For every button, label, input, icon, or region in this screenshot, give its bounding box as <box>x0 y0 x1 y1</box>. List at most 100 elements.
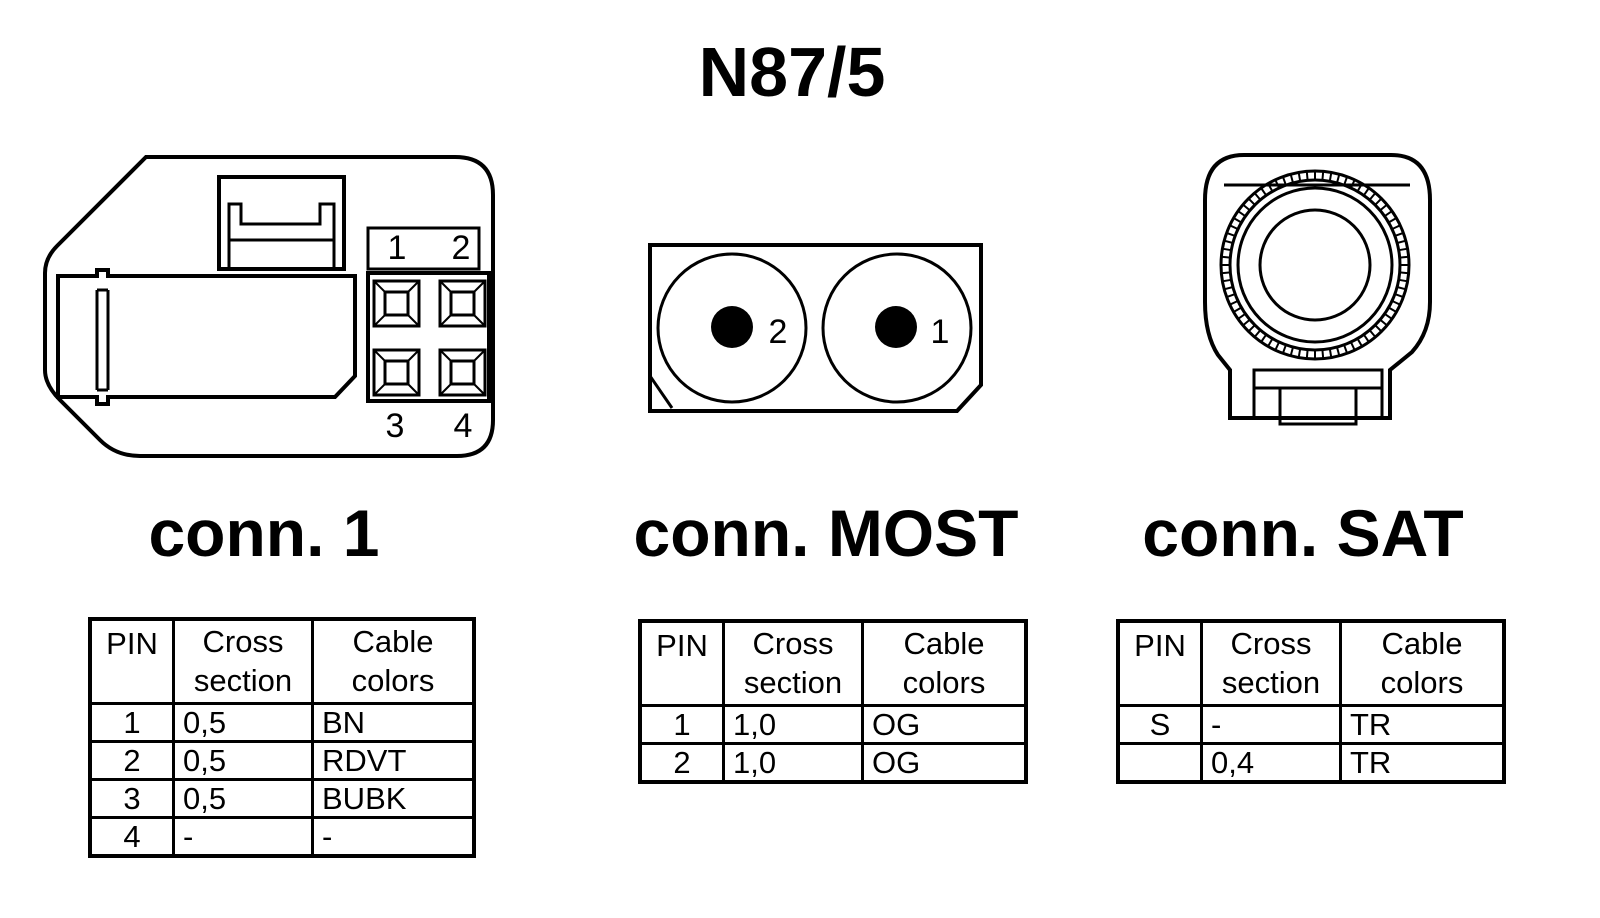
diagram-title: N87/5 <box>699 33 886 111</box>
sat-knurl-ring <box>1221 171 1409 359</box>
conn1-pin-table: PIN Cross section Cable colors 1 0,5 BN … <box>88 617 476 858</box>
table-row: 3 0,5 BUBK <box>88 778 476 819</box>
cell-cross-section: 1,0 <box>722 704 864 745</box>
header-pin: PIN <box>88 617 175 705</box>
header-pin: PIN <box>638 619 725 707</box>
cell-pin: 1 <box>638 704 725 745</box>
knurl-tick <box>1281 176 1287 186</box>
knurl-tick <box>1297 172 1302 182</box>
table-header-row: PIN Cross section Cable colors <box>88 617 476 705</box>
knurl-tick <box>1356 183 1363 192</box>
conn1-drawing <box>43 155 495 458</box>
cell-pin <box>1116 742 1203 784</box>
knurl-tick <box>1237 312 1246 320</box>
knurl-tick <box>1362 334 1370 343</box>
knurl-tick <box>1396 286 1407 291</box>
knurl-tick <box>1267 183 1274 192</box>
cell-pin: 2 <box>88 740 175 781</box>
knurl-tick <box>1289 346 1294 357</box>
most-pin-table: PIN Cross section Cable colors 1 1,0 OG … <box>638 619 1028 784</box>
sat-pin-table: PIN Cross section Cable colors S - TR 0,… <box>1116 619 1506 784</box>
knurl-tick <box>1374 197 1383 206</box>
cell-pin: 4 <box>88 816 175 858</box>
cell-cross-section: 0,5 <box>172 778 314 819</box>
knurl-tick <box>1321 349 1325 359</box>
knurl-tick <box>1222 247 1232 252</box>
table-row: 2 1,0 OG <box>638 742 1028 784</box>
knurl-tick <box>1349 179 1356 189</box>
knurl-tick <box>1328 348 1333 358</box>
cell-cable-color: TR <box>1339 704 1506 745</box>
header-pin: PIN <box>1116 619 1203 707</box>
table-header-row: PIN Cross section Cable colors <box>638 619 1028 707</box>
knurl-tick <box>1388 217 1397 224</box>
knurl-tick <box>1336 173 1341 184</box>
cell-cross-section: - <box>172 816 314 858</box>
conn1-pin-label-1: 1 <box>388 229 407 267</box>
cell-cross-section: 0,4 <box>1200 742 1342 784</box>
cell-cross-section: - <box>1200 704 1342 745</box>
header-cable-colors: Cable colors <box>1339 619 1506 707</box>
cell-pin: S <box>1116 704 1203 745</box>
table-row: 0,4 TR <box>1116 742 1506 784</box>
header-cable-colors: Cable colors <box>311 617 476 705</box>
header-cable-line1: Cable <box>1381 625 1463 661</box>
knurl-tick <box>1253 192 1262 201</box>
most-pin-2-contact <box>711 306 753 348</box>
knurl-tick <box>1305 349 1309 359</box>
knurl-tick <box>1233 217 1242 224</box>
knurl-tick <box>1379 203 1388 212</box>
knurl-tick <box>1328 172 1333 182</box>
knurl-tick <box>1343 176 1349 186</box>
knurl-tick <box>1374 324 1383 333</box>
knurl-tick <box>1223 286 1234 291</box>
knurl-tick <box>1394 231 1404 237</box>
knurl-tick <box>1391 224 1401 231</box>
header-cable-line2: colors <box>902 664 986 700</box>
knurl-tick <box>1384 210 1393 218</box>
header-cross-section: Cross section <box>722 619 864 707</box>
knurl-tick <box>1229 299 1239 306</box>
knurl-tick <box>1253 329 1262 338</box>
conn1-title: conn. 1 <box>148 496 379 570</box>
knurl-tick <box>1289 173 1294 184</box>
conn1-pin-label-4: 4 <box>454 407 473 445</box>
cell-cable-color: - <box>311 816 476 858</box>
conn1-pin-label-3: 3 <box>386 407 405 445</box>
knurl-tick <box>1321 171 1325 181</box>
header-cable-line2: colors <box>351 662 435 698</box>
knurl-tick <box>1398 247 1408 252</box>
header-cable-line1: Cable <box>903 625 985 661</box>
cell-cable-color: RDVT <box>311 740 476 781</box>
sat-drawing <box>1203 153 1432 426</box>
table-row: 2 0,5 RDVT <box>88 740 476 781</box>
knurl-tick <box>1399 255 1409 259</box>
header-cable-line2: colors <box>1380 664 1464 700</box>
cell-cable-color: OG <box>861 704 1028 745</box>
header-cross-line2: section <box>1221 664 1321 700</box>
knurl-tick <box>1274 341 1281 351</box>
knurl-tick <box>1362 187 1370 196</box>
header-cross-line2: section <box>193 662 293 698</box>
knurl-tick <box>1391 299 1401 306</box>
cell-cross-section: 0,5 <box>172 702 314 743</box>
cell-pin: 3 <box>88 778 175 819</box>
knurl-tick <box>1229 224 1239 231</box>
cell-pin: 1 <box>88 702 175 743</box>
cell-cross-section: 1,0 <box>722 742 864 784</box>
knurl-tick <box>1242 318 1251 327</box>
knurl-tick <box>1297 348 1302 358</box>
cell-cable-color: BUBK <box>311 778 476 819</box>
table-row: S - TR <box>1116 704 1506 745</box>
knurl-tick <box>1398 278 1408 283</box>
knurl-tick <box>1226 231 1236 237</box>
header-cable-colors: Cable colors <box>861 619 1028 707</box>
knurl-tick <box>1226 293 1236 299</box>
conn1-pin-label-2: 2 <box>452 229 471 267</box>
cell-cross-section: 0,5 <box>172 740 314 781</box>
knurl-tick <box>1267 338 1274 347</box>
knurl-tick <box>1221 255 1231 259</box>
table-row: 1 0,5 BN <box>88 702 476 743</box>
cell-cable-color: TR <box>1339 742 1506 784</box>
